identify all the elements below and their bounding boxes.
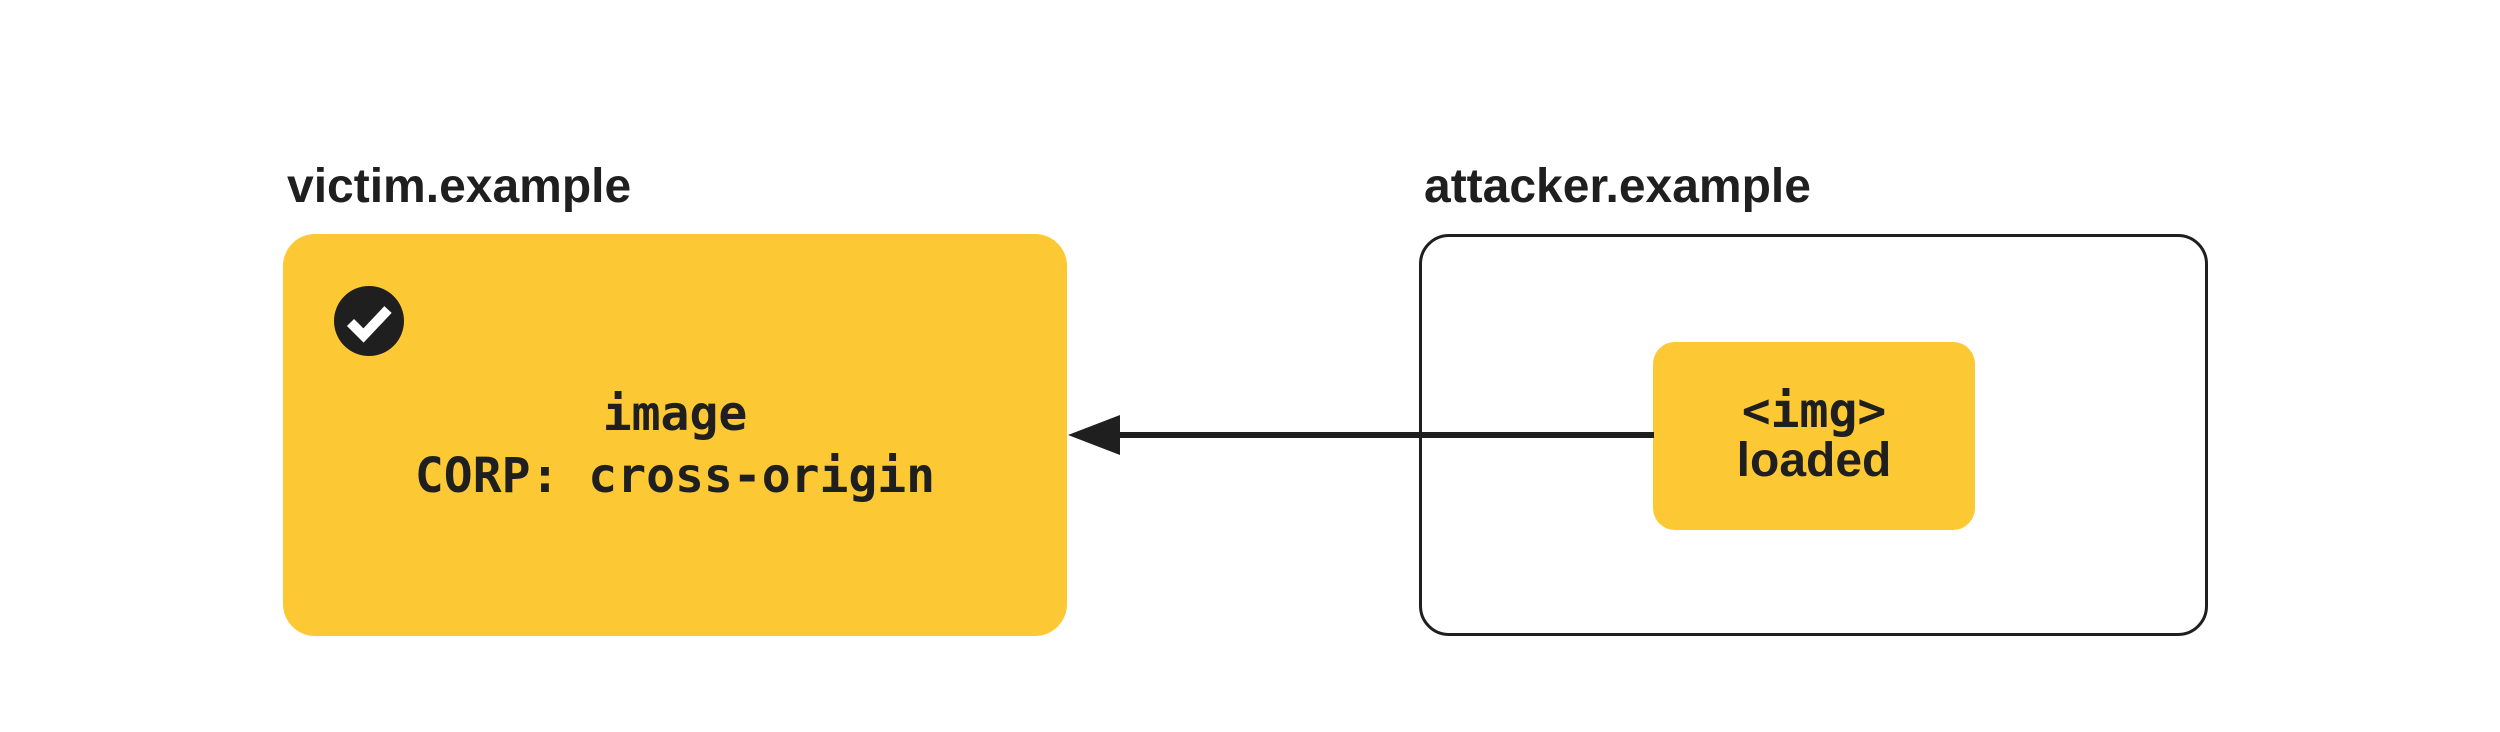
img-loaded-label: loaded (1736, 434, 1892, 487)
attacker-page-box: <img> loaded (1419, 234, 2208, 636)
victim-domain-label: victim.example (287, 160, 632, 213)
victim-resource-type-label: image (602, 386, 748, 442)
attacker-domain-label: attacker.example (1424, 160, 1811, 213)
img-tag-label: <img> (1741, 383, 1887, 439)
victim-resource-box: image CORP: cross-origin (283, 234, 1067, 636)
request-arrow-shaft (1112, 432, 1654, 438)
img-request-box: <img> loaded (1653, 342, 1975, 530)
check-circle-icon (334, 286, 404, 356)
victim-corp-header-label: CORP: cross-origin (414, 448, 936, 504)
arrow-left-icon (1068, 415, 1120, 455)
